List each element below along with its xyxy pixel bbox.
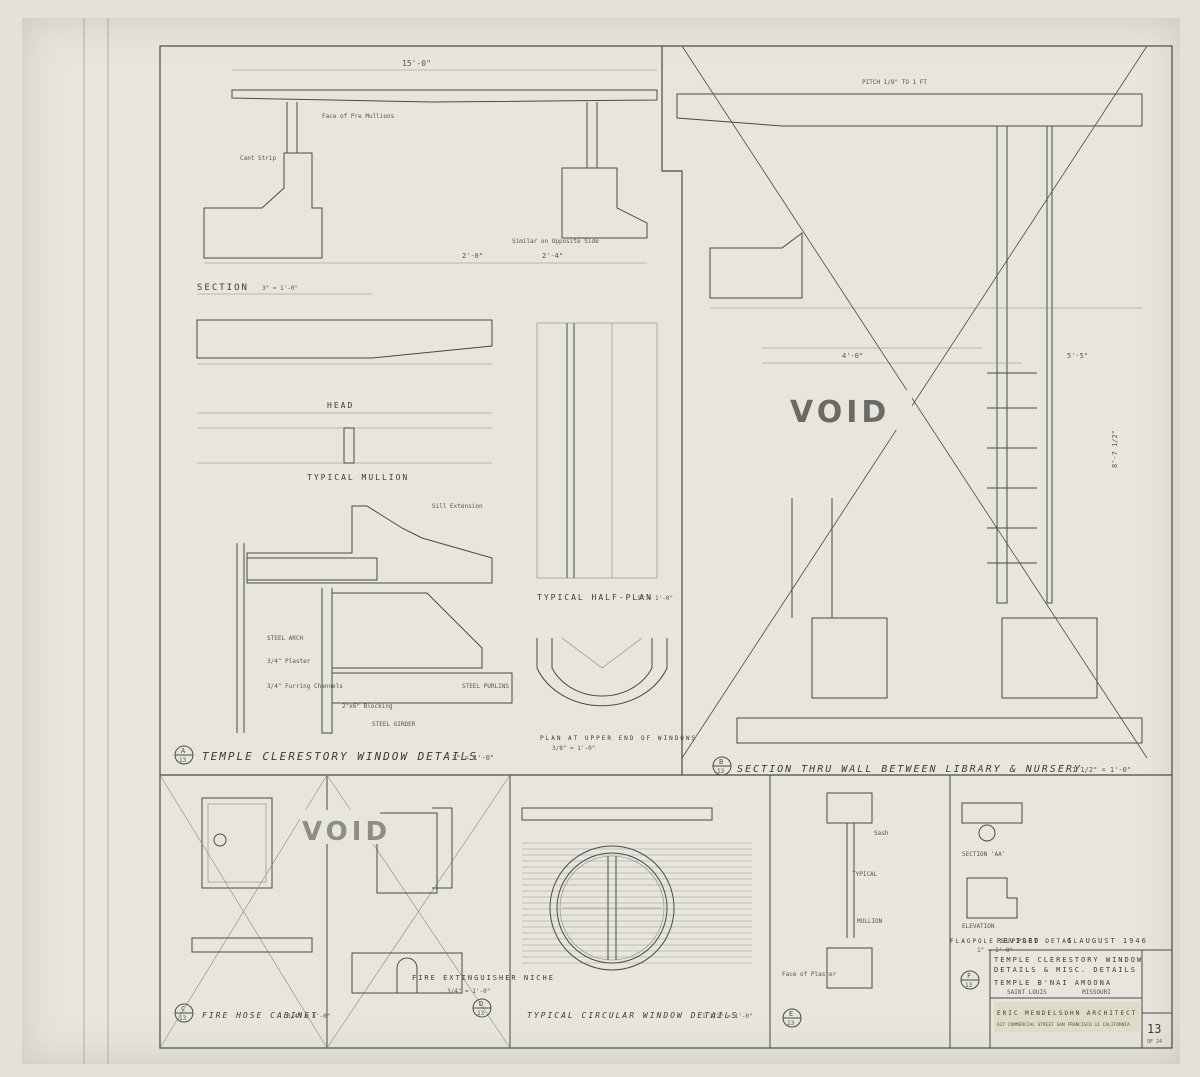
dim-b-c: 8'-7 1/2": [1111, 430, 1119, 468]
dim-b-a: 4'-0": [842, 352, 863, 360]
section-scale: 3" = 1'-0": [262, 285, 298, 292]
note-furring: 3/4" Furring Channels: [267, 683, 343, 690]
note-steel-purlins: STEEL PURLINS: [462, 683, 509, 690]
detail-a-upper-plan: PLAN AT UPPER END OF WINDOWS 3/8" = 1'-0…: [536, 637, 697, 752]
upper-plan-scale: 3/8" = 1'-0": [552, 745, 595, 752]
sheet-of: OF 24: [1147, 1039, 1162, 1045]
note-similar: Similar on Opposite Side: [512, 238, 599, 245]
sheet-number: 13: [1147, 1022, 1161, 1036]
section-label: SECTION: [197, 283, 249, 293]
detail-a-scale: 3" = 1'-0": [452, 754, 494, 762]
detail-d-scale: 3/4" = 1'-0": [447, 988, 490, 995]
circular-title: TYPICAL CIRCULAR WINDOW DETAILS: [527, 1011, 738, 1020]
note-sill-extension: Sill Extension: [432, 503, 483, 510]
detail-c-scale: 3/4" = 1'-0": [287, 1013, 330, 1020]
detail-b-title: SECTION THRU WALL BETWEEN LIBRARY & NURS…: [737, 764, 1082, 775]
note-steel-arch: STEEL ARCH: [267, 635, 304, 642]
project-name: TEMPLE B'NAI AMOONA: [994, 979, 1112, 987]
marker-f-letter: F: [967, 972, 971, 980]
detail-b-title-block: B 13 SECTION THRU WALL BETWEEN LIBRARY &…: [712, 756, 1131, 776]
marker-d-letter: D: [479, 1000, 483, 1008]
detail-c-hose-cabinet: C 13 FIRE HOSE CABINET 3/4" = 1'-0": [159, 774, 330, 1049]
detail-e-window-section: Sash TYPICAL MULLION Face of Plaster E 1…: [782, 792, 889, 1028]
void-b: VOID: [790, 395, 890, 430]
location-state: MISSOURI: [1082, 989, 1111, 996]
note-cant-strip: Cant Strip: [240, 155, 277, 162]
detail-d-extinguisher-niche: VOID FIRE EXTINGUISHER NICHE 3/4" = 1'-0…: [300, 774, 555, 1049]
marker-f-sheet: 13: [965, 982, 973, 989]
detail-f-title: FLAGPOLE SUPPORT DETAIL: [950, 938, 1079, 945]
circular-scale: 1 1/2" = 1'-0": [702, 1013, 753, 1020]
detail-a-section: 15'-0" 2'-0" 2'-4" Face of Pre Mullions …: [197, 59, 658, 295]
detail-d-title: FIRE EXTINGUISHER NICHE: [412, 974, 555, 982]
note-face-plaster: Face of Plaster: [782, 971, 837, 978]
half-plan-scale: 1" = 1'-0": [637, 595, 673, 602]
marker-e-letter: E: [789, 1010, 793, 1018]
architectural-drawing: 15'-0" 2'-0" 2'-4" Face of Pre Mullions …: [83, 18, 1173, 1064]
marker-c-sheet: 13: [179, 1015, 187, 1022]
upper-plan-label: PLAN AT UPPER END OF WINDOWS: [540, 735, 697, 742]
marker-e-sheet: 13: [787, 1020, 795, 1027]
note-typical: TYPICAL: [852, 871, 878, 878]
detail-a-half-plan: TYPICAL HALF-PLAN 1" = 1'-0": [536, 322, 673, 602]
marker-b-letter: B: [719, 758, 723, 766]
dim-b-b: 5'-5": [1067, 352, 1088, 360]
marker-b-sheet: 13: [717, 768, 725, 775]
architect: ERIC MENDELSOHN ARCHITECT: [997, 1010, 1137, 1017]
revised-date: 6 AUGUST 1946: [1067, 937, 1148, 945]
flagpole-elevation-label: ELEVATION: [962, 923, 995, 930]
shelving: [987, 372, 1037, 564]
note-mullion: MULLION: [857, 918, 883, 925]
detail-a-title-block: A 13 TEMPLE CLERESTORY WINDOW DETAILS 3"…: [174, 745, 494, 765]
architect-address: 627 COMMERCIAL STREET SAN FRANCISCO 11 C…: [997, 1022, 1130, 1028]
location-city: SAINT LOUIS: [1007, 989, 1047, 996]
dim-top: 15'-0": [402, 59, 431, 68]
void-d: VOID: [302, 817, 391, 847]
detail-b-scale: 1 1/2" = 1'-0": [1072, 766, 1131, 774]
detail-circular-window: TYPICAL CIRCULAR WINDOW DETAILS 1 1/2" =…: [521, 807, 753, 1020]
detail-a-title: TEMPLE CLERESTORY WINDOW DETAILS: [202, 750, 478, 763]
detail-c-title: FIRE HOSE CABINET: [202, 1011, 318, 1020]
revised-label: REVISED: [997, 937, 1041, 945]
mullion-label: TYPICAL MULLION: [307, 473, 409, 482]
marker-a-letter: A: [181, 747, 186, 755]
dim-left: 2'-0": [462, 252, 483, 260]
marker-d-sheet: 13: [477, 1010, 485, 1017]
dim-right: 2'-4": [542, 252, 563, 260]
pitch-note: PITCH 1/8" TO 1 FT: [862, 79, 927, 86]
head-label: HEAD: [327, 401, 354, 410]
note-steel-girder: STEEL GIRDER: [372, 721, 416, 728]
sheet-title-1: TEMPLE CLERESTORY WINDOW: [994, 956, 1143, 964]
note-plaster: 3/4" Plaster: [267, 658, 311, 665]
sheet-title-2: DETAILS & MISC. DETAILS: [994, 966, 1137, 974]
note-sash: Sash: [874, 830, 889, 837]
detail-a-mullion: TYPICAL MULLION: [197, 427, 492, 482]
half-plan-label: TYPICAL HALF-PLAN: [537, 593, 653, 602]
drawing-sheet: 15'-0" 2'-0" 2'-4" Face of Pre Mullions …: [22, 18, 1180, 1064]
detail-a-sill: Sill Extension STEEL ARCH 3/4" Plaster 3…: [236, 503, 513, 734]
note-face-mullions: Face of Pre Mullions: [322, 113, 395, 120]
flagpole-section-label: SECTION 'AA': [962, 851, 1005, 858]
detail-a-head: HEAD: [196, 319, 493, 414]
note-blocking: 2"x6" Blocking: [342, 703, 393, 710]
marker-c-letter: C: [181, 1005, 185, 1013]
title-block: REVISED 6 AUGUST 1946 TEMPLE CLERESTORY …: [989, 937, 1173, 1049]
marker-a-sheet: 13: [179, 757, 187, 764]
detail-b-section: PITCH 1/8" TO 1 FT 4'-0" 5'-5" 8'-7 1/2"…: [676, 45, 1148, 759]
